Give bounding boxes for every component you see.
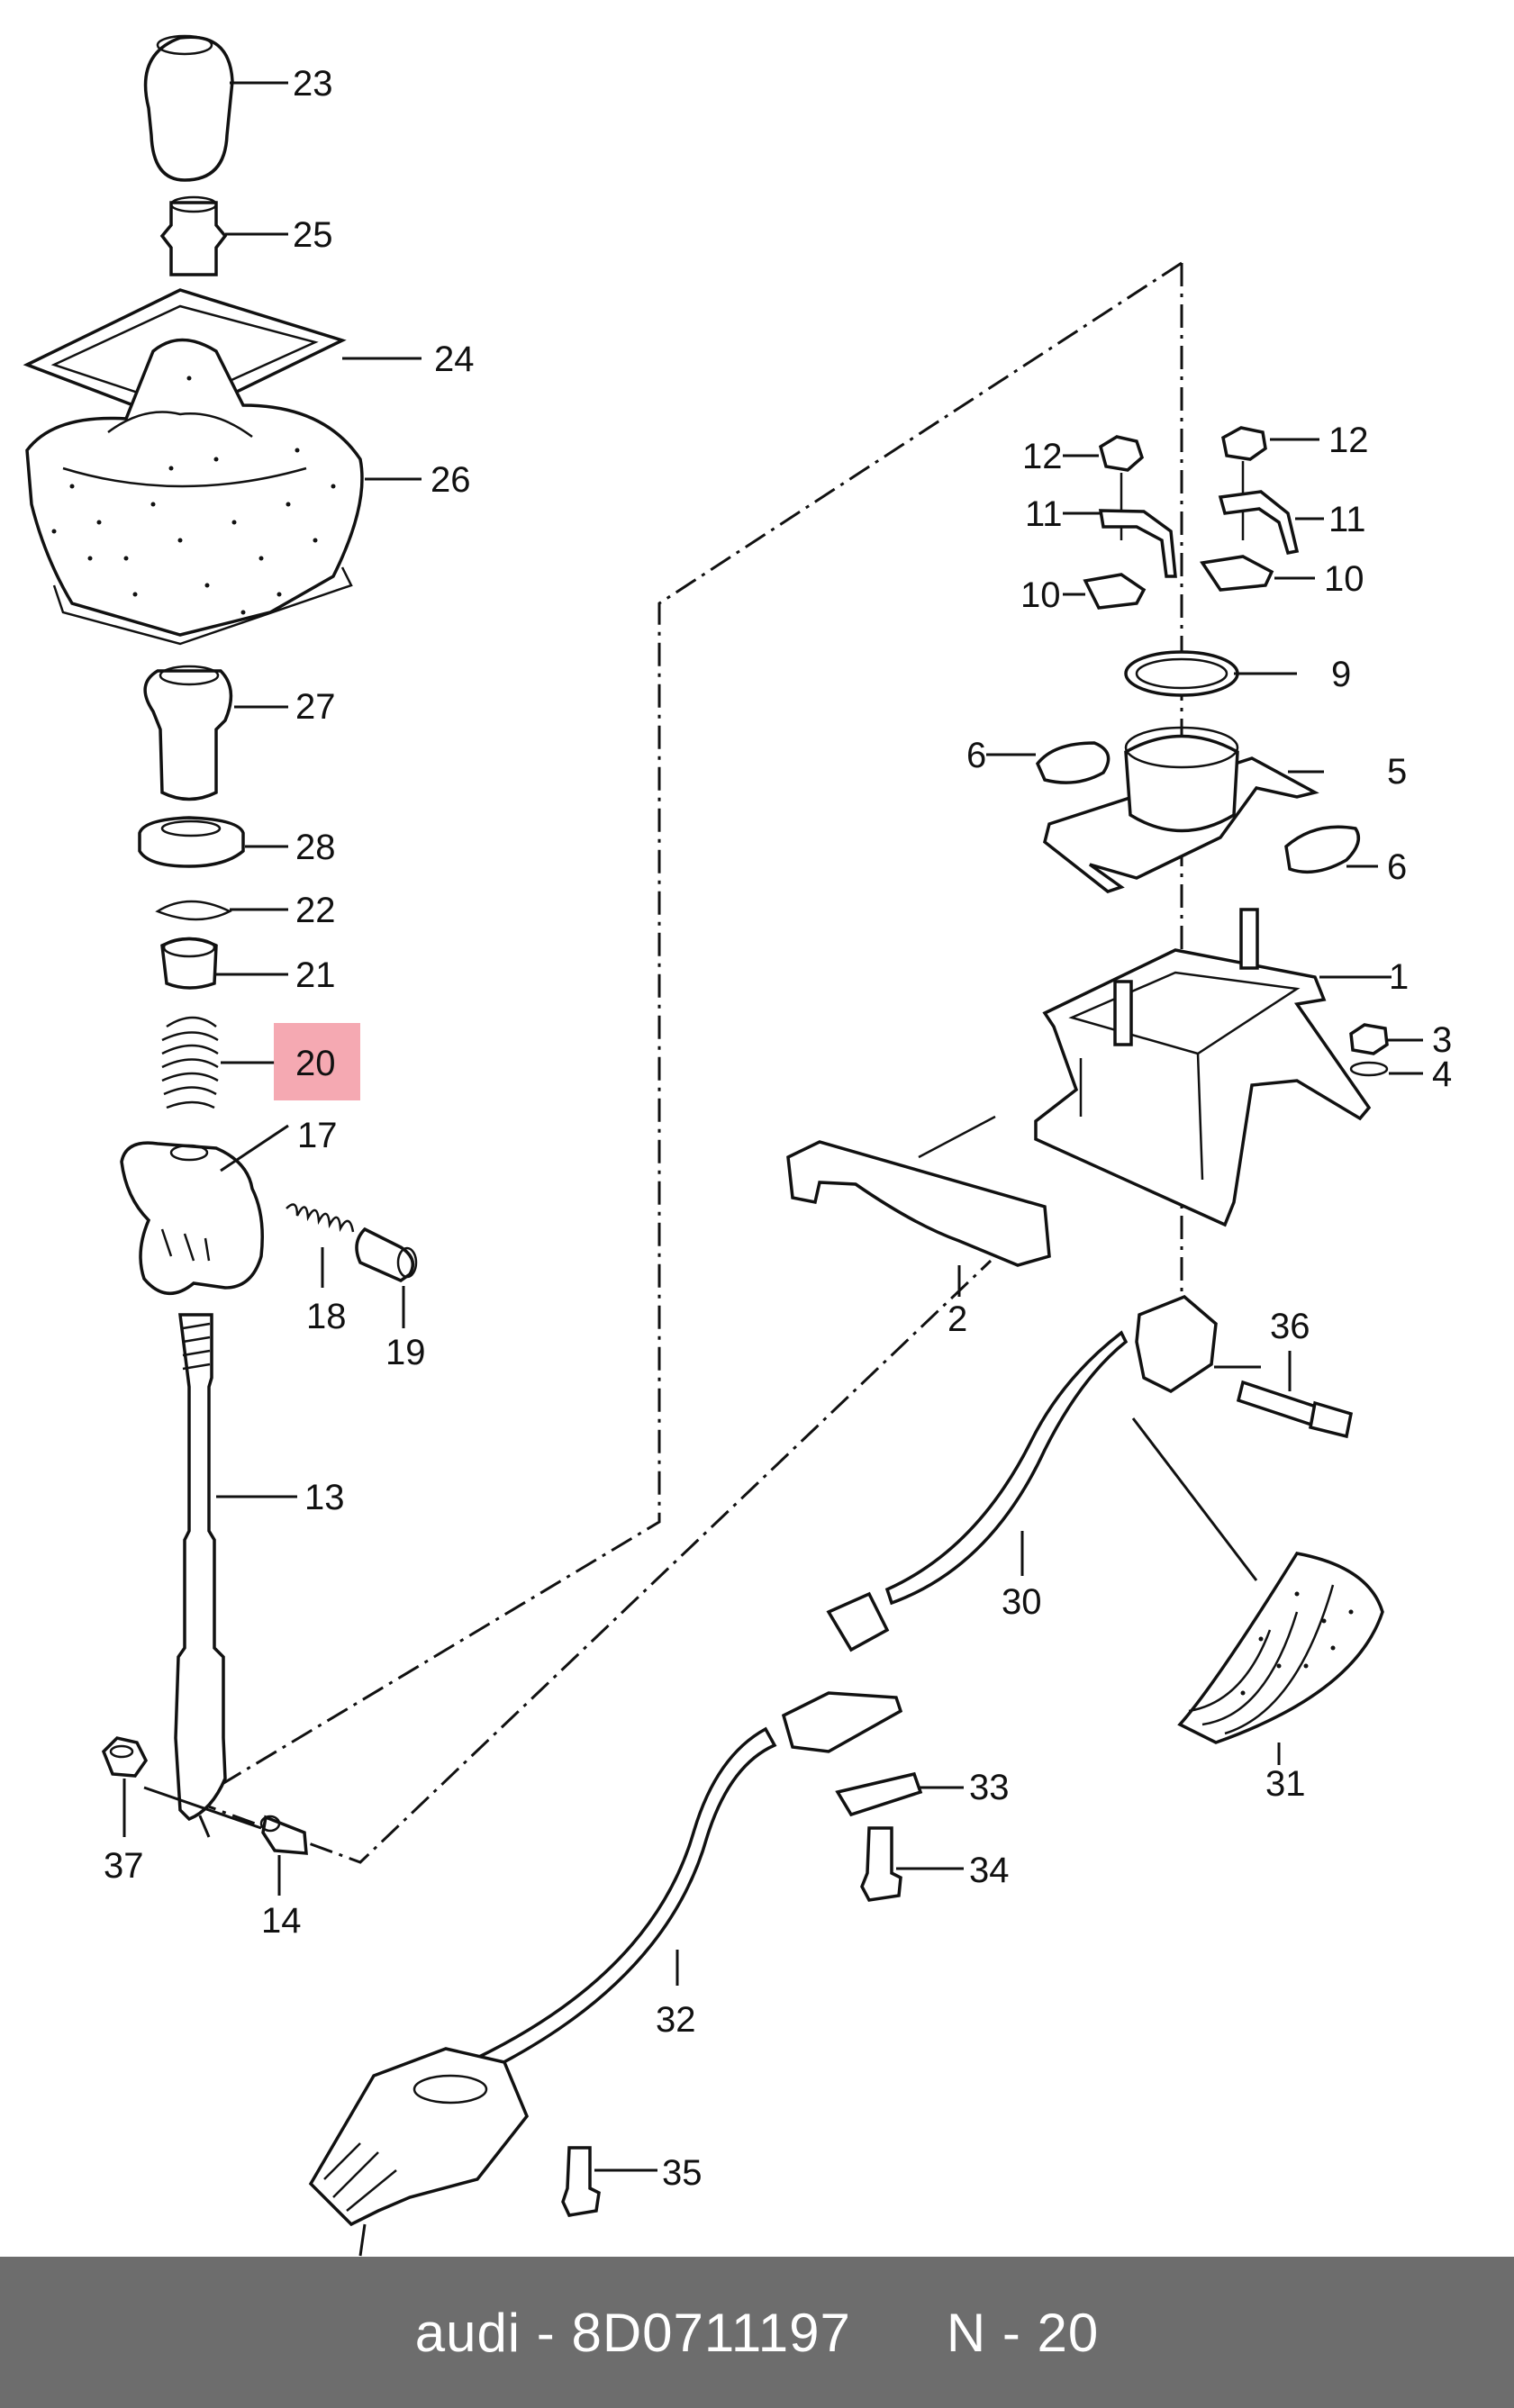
support-bracket-part <box>786 1115 1051 1297</box>
hex-nut-top-left <box>1063 435 1145 540</box>
shift-lever-shaft-part <box>174 1313 297 1822</box>
part-number: 8D0711197 <box>571 2302 851 2363</box>
callout-3: 3 <box>1432 1020 1452 1060</box>
screw-middle <box>860 1826 964 1902</box>
nut-part <box>101 1736 149 1837</box>
callout-22: 22 <box>295 891 336 930</box>
callout-30: 30 <box>1002 1582 1042 1622</box>
cable-bracket-part <box>781 1691 964 1817</box>
callout-labels: 23 25 24 26 27 28 22 21 20 17 18 19 13 3… <box>104 64 1452 2193</box>
callout-10-left: 10 <box>1020 575 1061 615</box>
shift-lever-bearing-part <box>120 1124 289 1296</box>
bolt-part <box>1236 1351 1354 1439</box>
callout-12-left: 12 <box>1022 437 1063 476</box>
callout-6-right: 6 <box>1387 847 1407 887</box>
knob-insert-part <box>143 665 288 801</box>
parts-diagram: 23 25 24 26 27 28 22 21 20 17 18 19 13 3… <box>23 34 1452 2257</box>
knob-adapter-part <box>159 195 288 276</box>
callout-11-left: 11 <box>1025 494 1063 534</box>
cable-boot-part <box>1177 1552 1384 1765</box>
callout-11-right: 11 <box>1328 500 1366 539</box>
plunger-part <box>355 1227 418 1328</box>
callout-2: 2 <box>947 1299 967 1339</box>
callout-26: 26 <box>431 460 471 500</box>
callout-28: 28 <box>295 828 336 867</box>
callout-1: 1 <box>1389 957 1409 997</box>
rubber-pad-right <box>1284 825 1378 874</box>
insert-left <box>1063 573 1147 610</box>
brand-label: audi <box>414 2302 521 2363</box>
callout-10-right: 10 <box>1324 559 1364 599</box>
footer-bar: audi - 8D0711197 N - 20 <box>0 2257 1514 2408</box>
assembly-outline-lower <box>192 1259 1183 1864</box>
hex-nut-top-right <box>1221 426 1319 540</box>
footer-caption: audi - 8D0711197 N - 20 <box>414 2302 1100 2363</box>
callout-23: 23 <box>293 64 333 104</box>
cable-boot-leader <box>1131 1417 1258 1581</box>
clamp-part <box>1135 1294 1261 1394</box>
gearbox-lever-part <box>308 2047 530 2257</box>
damper-ring-part <box>138 816 288 868</box>
boot-texture <box>51 376 336 615</box>
callout-14: 14 <box>261 1901 302 1941</box>
callout-25: 25 <box>293 215 333 255</box>
assembly-outline <box>193 261 1183 1803</box>
callout-21: 21 <box>295 955 336 995</box>
guide-sleeve-part <box>160 937 288 990</box>
callout-36: 36 <box>1270 1307 1310 1346</box>
callout-31: 31 <box>1265 1764 1306 1804</box>
callout-4: 4 <box>1432 1055 1452 1094</box>
shift-boot-part <box>25 338 422 646</box>
clip-left <box>1063 509 1177 578</box>
screw-bottom <box>561 2146 657 2217</box>
circlip-part <box>155 900 288 921</box>
bearing-housing-part <box>1043 726 1324 893</box>
callout-17: 17 <box>297 1116 338 1155</box>
highlight-box <box>274 1023 360 1100</box>
callout-33: 33 <box>969 1768 1010 1807</box>
clip-right <box>1218 490 1324 556</box>
position-label: N - 20 <box>946 2302 1100 2363</box>
bushing-part <box>143 1786 308 1896</box>
callout-27: 27 <box>295 687 336 727</box>
callout-19: 19 <box>385 1333 426 1372</box>
hex-nut-right <box>1349 1023 1423 1055</box>
callout-32: 32 <box>656 2000 696 2040</box>
callout-6-left: 6 <box>966 736 986 775</box>
callout-35: 35 <box>662 2153 703 2193</box>
callout-34: 34 <box>969 1851 1010 1890</box>
callout-12-right: 12 <box>1328 421 1369 460</box>
shift-housing-part <box>1034 908 1392 1227</box>
selector-cable-part <box>826 1330 1129 1652</box>
callout-13: 13 <box>304 1478 345 1517</box>
shift-knob-part <box>143 34 288 182</box>
retaining-ring-part <box>1124 650 1297 697</box>
washer-right <box>1349 1061 1423 1077</box>
callout-18: 18 <box>306 1297 347 1336</box>
spring-part <box>161 1016 275 1109</box>
callout-5: 5 <box>1387 752 1407 792</box>
rubber-pad-left <box>986 741 1111 784</box>
callout-24: 24 <box>434 339 475 379</box>
callout-20: 20 <box>295 1044 336 1083</box>
detent-spring-part <box>286 1203 355 1288</box>
callout-9: 9 <box>1331 655 1351 694</box>
cable-boot-texture <box>1240 1591 1354 1696</box>
insert-right <box>1200 555 1315 592</box>
callout-37: 37 <box>104 1846 144 1886</box>
gear-cable-part <box>475 1726 777 2074</box>
